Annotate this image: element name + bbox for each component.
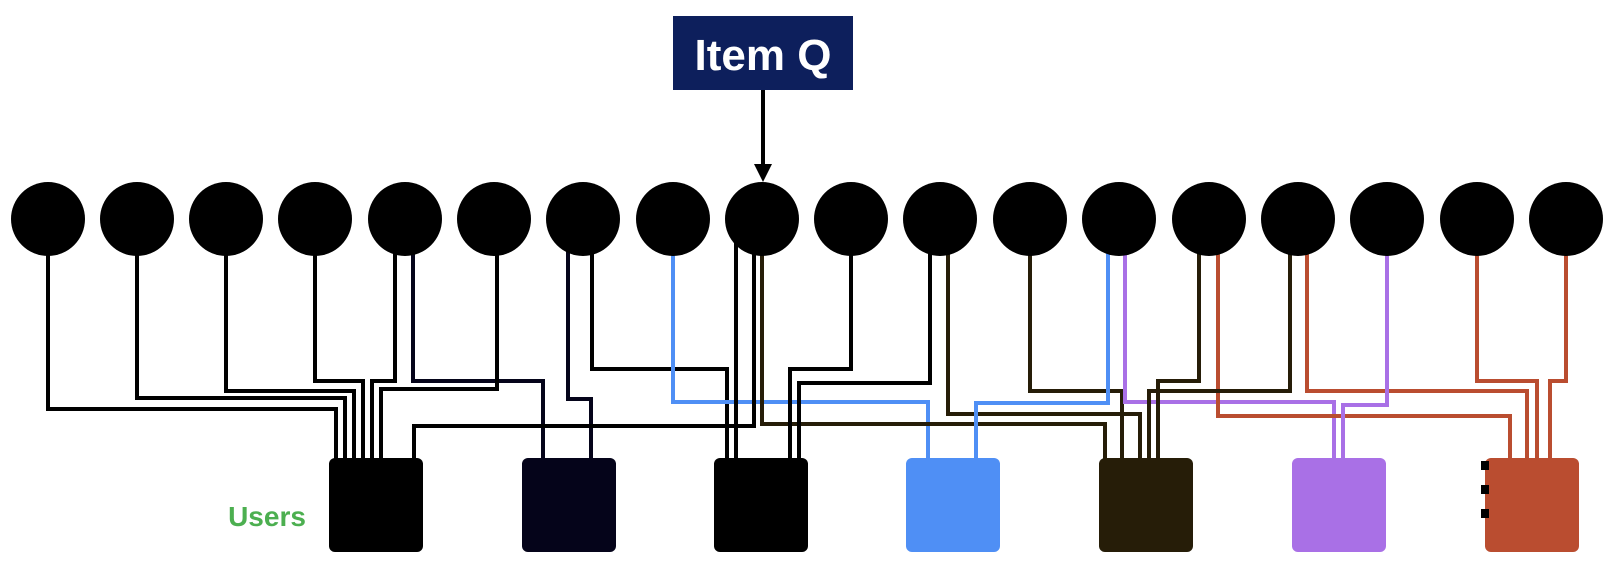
connection-lines [46,219,1568,460]
edge-n5-to-group-navy [411,219,545,460]
group-blue[interactable] [906,458,1000,552]
edge-n14-to-group-dark-olive [1156,219,1201,460]
edge-n15-to-group-dark-olive [1147,219,1292,460]
edge-n11-to-group-dark-olive [946,219,1142,460]
item-nodes [11,182,1603,256]
group-black-2[interactable] [714,458,808,552]
edge-n15-to-group-orange [1305,219,1529,460]
item-node-n18[interactable] [1529,182,1603,256]
group-orange-marker-3 [1481,509,1489,518]
pointer-arrowhead [754,164,772,182]
edge-n9-to-group-black-2 [412,219,756,460]
item-q-box-background [673,16,853,90]
edge-n2-to-group-black-1 [135,219,347,460]
user-groups [329,458,1579,552]
edge-n11-to-group-black-2 [797,219,932,460]
edge-n10-to-group-black-2 [788,219,853,460]
edge-n18-to-group-orange [1548,219,1568,460]
edge-n3-to-group-black-1 [224,219,356,460]
edge-n7-to-group-navy [566,219,593,460]
item-node-n3[interactable] [189,182,263,256]
edge-n13-to-group-purple [1123,219,1336,460]
edge-n7-to-group-black-2 [590,219,729,460]
item-node-n10[interactable] [814,182,888,256]
item-node-n6[interactable] [457,182,531,256]
item-node-n12[interactable] [993,182,1067,256]
item-node-n8[interactable] [636,182,710,256]
edge-n14-to-group-orange [1216,219,1512,460]
edge-n6-to-group-black-1 [379,219,499,460]
item-node-n4[interactable] [278,182,352,256]
item-q-pointer [754,90,772,182]
item-node-n5[interactable] [368,182,442,256]
item-node-n17[interactable] [1440,182,1514,256]
edge-n16-to-group-purple [1341,219,1389,460]
group-navy[interactable] [522,458,616,552]
item-node-n14[interactable] [1172,182,1246,256]
edge-n13-to-group-blue [974,219,1110,460]
edge-n12-to-group-dark-olive [1028,219,1124,460]
item-q-label: Item Q [695,31,832,80]
item-node-n1[interactable] [11,182,85,256]
edge-n1-to-group-black-1 [46,219,338,460]
item-node-n11[interactable] [903,182,977,256]
edge-n17-to-group-orange [1475,219,1539,460]
edge-n5-to-group-black-1 [370,219,397,460]
item-node-n2[interactable] [100,182,174,256]
group-purple[interactable] [1292,458,1386,552]
item-node-n16[interactable] [1350,182,1424,256]
edge-n4-to-group-black-1 [313,219,365,460]
item-node-n15[interactable] [1261,182,1335,256]
group-dark-olive[interactable] [1099,458,1193,552]
group-orange-marker-2 [1481,485,1489,494]
group-black-1[interactable] [329,458,423,552]
group-markers [1481,461,1489,518]
item-node-n7[interactable] [546,182,620,256]
item-node-n13[interactable] [1082,182,1156,256]
item-q-box[interactable]: Item Q [673,16,853,90]
edge-n9-to-group-dark-olive [760,219,1107,460]
group-orange[interactable] [1485,458,1579,552]
users-label: Users [228,501,306,532]
item-node-n9[interactable] [725,182,799,256]
group-orange-marker-1 [1481,461,1489,470]
